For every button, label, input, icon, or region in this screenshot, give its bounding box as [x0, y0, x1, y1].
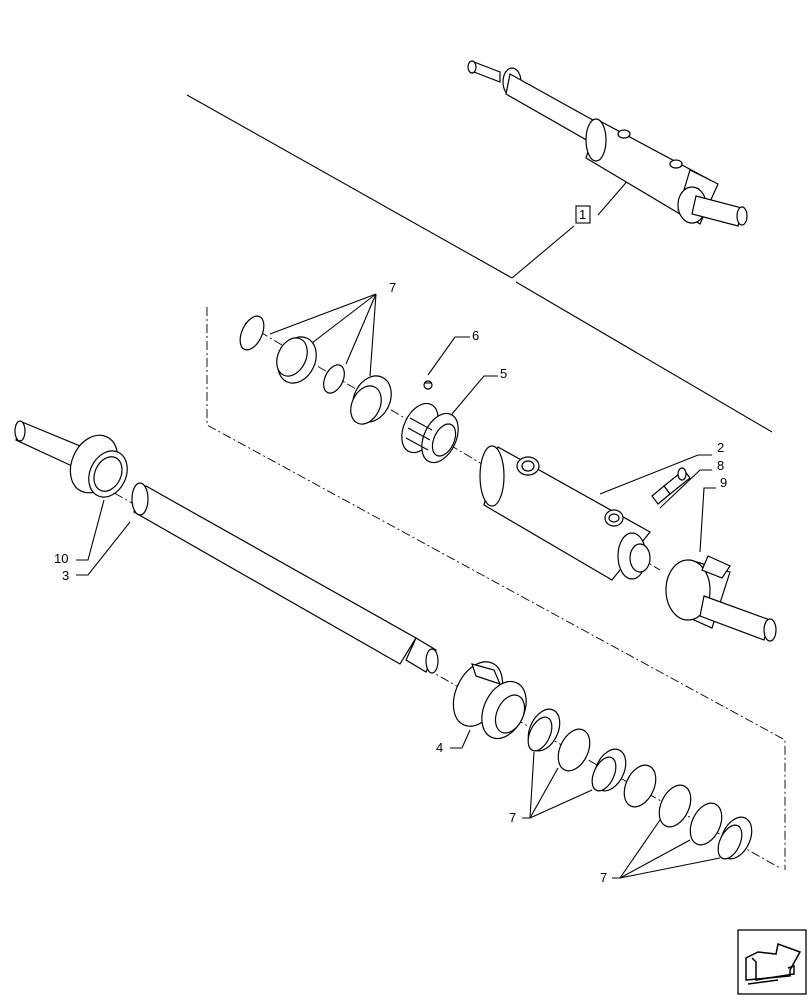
grub-screw	[423, 380, 433, 390]
callout-10-label: 10	[54, 551, 68, 566]
arrow-icon[interactable]	[737, 929, 807, 995]
callout-8-label: 8	[717, 458, 724, 473]
callout-7-upper-label: 7	[389, 280, 396, 295]
cylinder-head	[452, 661, 527, 740]
leader-lines	[76, 293, 721, 879]
rod-eye-gland	[14, 420, 128, 498]
seal-rings-upper	[239, 315, 392, 425]
callout-2-label: 2	[717, 440, 724, 455]
callout-7-lower-label: 7	[600, 870, 607, 885]
callout-5-label: 5	[500, 366, 507, 381]
cylinder-assembly	[186, 60, 773, 433]
piston-rod	[131, 482, 439, 674]
callout-1: 1	[575, 205, 591, 224]
seal-rings-lower	[527, 708, 753, 860]
end-cap	[665, 555, 777, 642]
piston	[401, 402, 459, 464]
callout-6-label: 6	[472, 328, 479, 343]
callout-4-label: 4	[436, 740, 443, 755]
hydraulic-fitting	[651, 467, 691, 505]
cylinder-barrel	[479, 445, 651, 581]
callout-3-label: 3	[62, 568, 69, 583]
callout-1-label: 1	[579, 207, 586, 222]
callout-7-middle-label: 7	[509, 810, 516, 825]
callout-9-label: 9	[720, 475, 727, 490]
